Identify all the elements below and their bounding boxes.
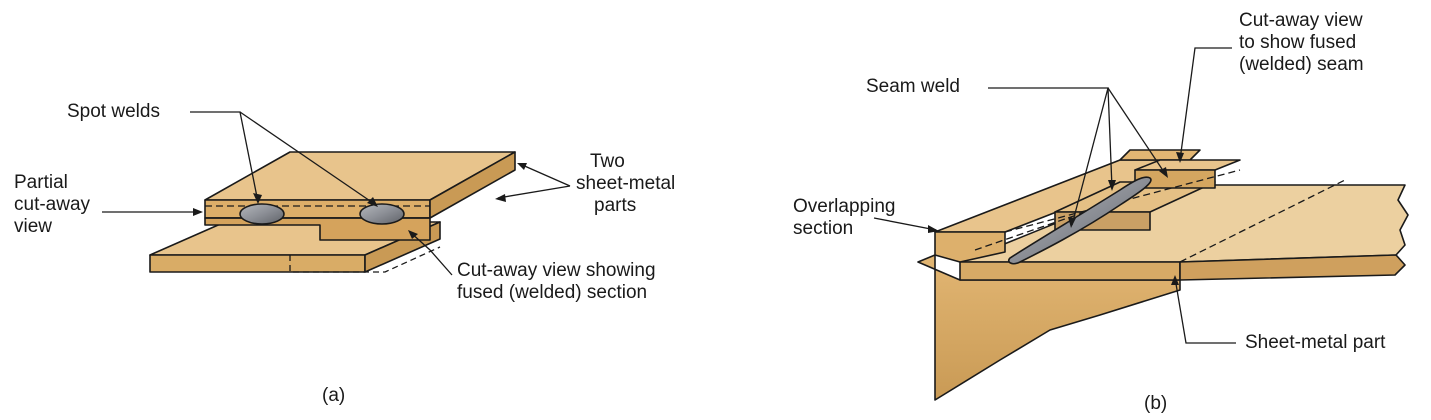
label-two-parts-line2: sheet-metal <box>576 173 676 194</box>
label-seam-weld: Seam weld <box>866 76 960 97</box>
panel-b-drawing <box>917 149 1409 401</box>
caption-a: (a) <box>322 385 346 406</box>
label-cutaway-seam-line2: to show fused <box>1239 32 1357 53</box>
label-cutaway-seam: Cut-away view to show fused (welded) sea… <box>1239 10 1364 76</box>
spot-weld-1 <box>239 203 285 225</box>
hidden-bottom-outline <box>289 246 441 273</box>
panel-a-arrowheads <box>193 163 527 239</box>
panel-b-arrowheads <box>928 152 1184 285</box>
label-cutaway-showing-line1: Cut-away view showing <box>457 260 656 281</box>
panel-b-leaders <box>873 47 1236 344</box>
caption-b: (b) <box>1144 393 1168 414</box>
panel-a-drawing <box>149 151 516 273</box>
label-two-parts-line1: Two <box>590 151 625 172</box>
label-partial-cutaway-line2: cut-away <box>14 194 91 215</box>
panel-a-leaders <box>102 111 571 276</box>
label-overlapping-line1: Overlapping <box>793 196 896 217</box>
label-sheet-metal-part: Sheet-metal part <box>1245 332 1386 353</box>
label-partial-cutaway: Partial cut-away view <box>14 172 90 238</box>
label-two-parts-line3: parts <box>594 195 637 216</box>
label-overlapping: Overlapping section <box>793 196 895 240</box>
label-cutaway-seam-line3: (welded) seam <box>1239 54 1364 75</box>
label-two-parts: Two sheet-metal parts <box>576 151 675 217</box>
label-partial-cutaway-line1: Partial <box>14 172 68 193</box>
label-overlapping-line2: section <box>793 218 854 239</box>
label-spot-welds: Spot welds <box>67 101 160 122</box>
upper-sheet-bend <box>934 231 1006 263</box>
label-cutaway-showing: Cut-away view showing fused (welded) sec… <box>457 260 656 304</box>
label-partial-cutaway-line3: view <box>14 216 53 237</box>
spot-weld-2 <box>359 203 405 225</box>
label-cutaway-showing-line2: fused (welded) section <box>457 282 648 303</box>
seam-weld <box>1007 176 1152 265</box>
label-cutaway-seam-line1: Cut-away view <box>1239 10 1363 31</box>
bottom-sheet-front <box>149 254 366 273</box>
